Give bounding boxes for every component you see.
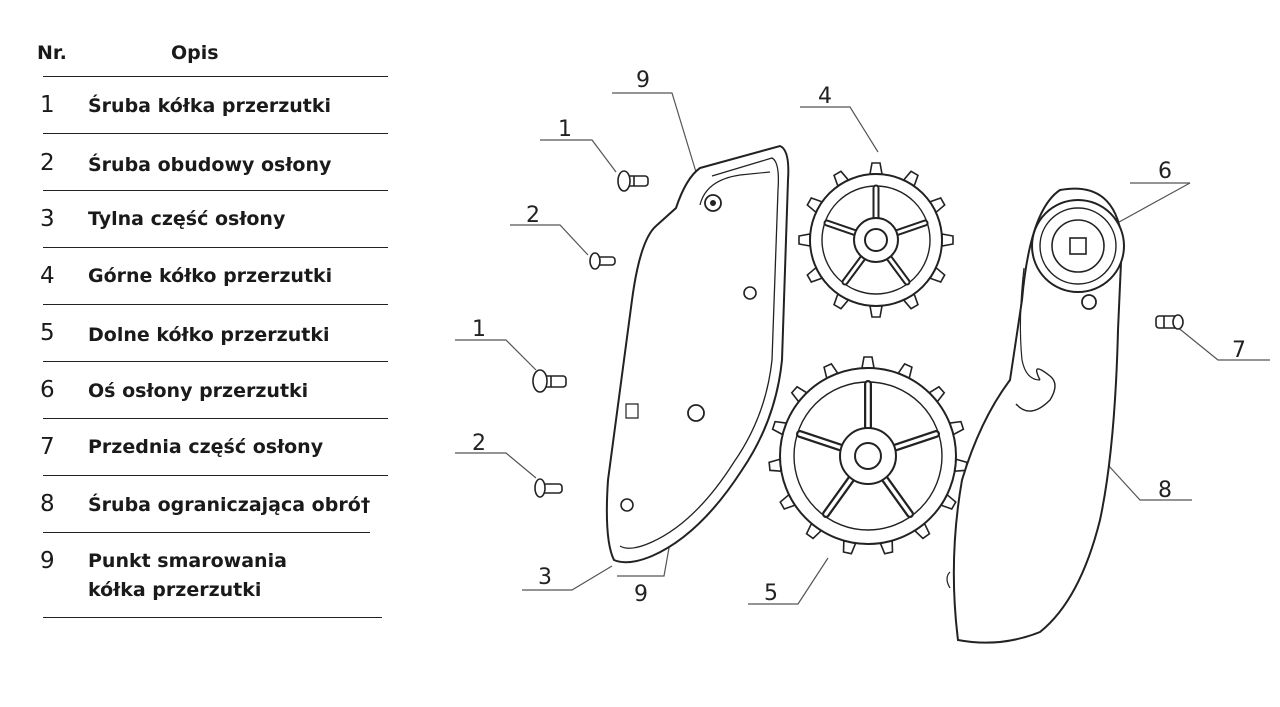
callout-label: 4 bbox=[818, 84, 832, 109]
row-number: 3 bbox=[40, 206, 55, 232]
screw-2-lower bbox=[534, 478, 563, 498]
exploded-view-diagram: 9 4 6 1 2 1 2 3 9 5 7 8 bbox=[455, 68, 1270, 644]
row-description: Górne kółko przerzutki bbox=[88, 265, 333, 287]
row-description: Śruba obudowy osłony bbox=[88, 154, 332, 176]
row-rule bbox=[43, 190, 388, 191]
row-description: Śruba ograniczająca obró† bbox=[88, 494, 371, 516]
row-rule bbox=[43, 475, 388, 476]
row-description: Oś osłony przerzutki bbox=[88, 380, 309, 402]
front-cover bbox=[946, 187, 1124, 644]
row-rule bbox=[43, 361, 388, 362]
callout-label: 5 bbox=[764, 581, 778, 606]
row-rule bbox=[43, 532, 370, 533]
stop-screw bbox=[1155, 314, 1184, 330]
header-rule bbox=[43, 76, 388, 77]
lube-point-lower bbox=[687, 404, 705, 422]
lower-pulley-wheel bbox=[768, 356, 968, 555]
screw-1-lower bbox=[532, 369, 567, 393]
row-description: Tylna część osłony bbox=[88, 208, 286, 230]
row-description: Dolne kółko przerzutki bbox=[88, 324, 330, 346]
callout-label: 3 bbox=[538, 565, 552, 590]
upper-pulley-wheel bbox=[798, 162, 954, 318]
row-number: 7 bbox=[40, 434, 55, 460]
row-rule bbox=[43, 133, 388, 134]
row-number: 5 bbox=[40, 320, 55, 346]
callout-label: 2 bbox=[526, 203, 540, 228]
row-number: 8 bbox=[40, 491, 55, 517]
callout-label: 9 bbox=[636, 68, 650, 93]
row-description: Punkt smarowania kółka przerzutki bbox=[88, 550, 287, 601]
cover-boss bbox=[1081, 294, 1097, 310]
cover-axle bbox=[1031, 199, 1125, 293]
row-number: 4 bbox=[40, 263, 55, 289]
callout-label: 9 bbox=[634, 582, 648, 607]
callout-label: 1 bbox=[472, 317, 486, 342]
cover-boss bbox=[743, 286, 757, 300]
callout-label: 7 bbox=[1232, 338, 1246, 363]
cover-boss bbox=[620, 498, 634, 512]
parts-table: Nr. Opis 1 Śruba kółka przerzutki 2 Śrub… bbox=[0, 0, 400, 707]
header-opis: Opis bbox=[171, 42, 219, 64]
callout-label: 6 bbox=[1158, 159, 1172, 184]
rear-cover bbox=[605, 144, 790, 564]
callout-label: 2 bbox=[472, 431, 486, 456]
lube-point-dot bbox=[710, 200, 716, 206]
screw-2-upper bbox=[589, 252, 616, 270]
callout-label: 8 bbox=[1158, 478, 1172, 503]
row-number: 1 bbox=[40, 92, 55, 118]
callout-label: 1 bbox=[558, 117, 572, 142]
row-number: 9 bbox=[40, 548, 55, 574]
row-number: 2 bbox=[40, 150, 55, 176]
header-nr: Nr. bbox=[37, 42, 67, 64]
row-rule bbox=[43, 617, 382, 618]
row-rule bbox=[43, 247, 388, 248]
row-rule bbox=[43, 304, 388, 305]
row-number: 6 bbox=[40, 377, 55, 403]
row-description: Śruba kółka przerzutki bbox=[88, 95, 332, 117]
leader-lines bbox=[455, 92, 1270, 605]
callout-labels: 9 4 6 1 2 1 2 3 9 5 7 8 bbox=[472, 68, 1246, 607]
row-description: Przednia część osłony bbox=[88, 436, 324, 458]
screw-1-upper bbox=[617, 170, 649, 192]
row-rule bbox=[43, 418, 388, 419]
